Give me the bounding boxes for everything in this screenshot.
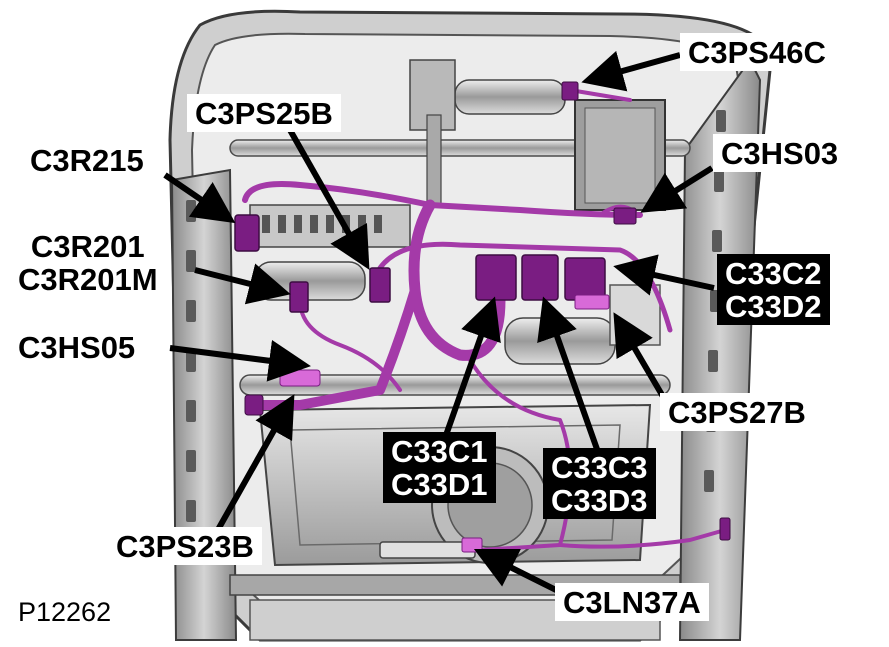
callout-text: C3PS46C xyxy=(688,35,826,70)
figure-id: P12262 xyxy=(14,597,116,628)
leader-arrows xyxy=(163,50,715,595)
callout-text: C3HS05 xyxy=(18,330,136,365)
callout-text-line1: C3R201 xyxy=(30,229,145,264)
callout-text-line2: C3R201M xyxy=(18,262,158,297)
callout-c3hs03: C3HS03 xyxy=(713,134,847,172)
callout-text-line2: C33D1 xyxy=(391,467,488,502)
callout-c3r215: C3R215 xyxy=(22,141,152,179)
callout-c3ln37a: C3LN37A xyxy=(555,583,709,621)
callout-c3ps25b: C3PS25B xyxy=(187,94,341,132)
callout-c3ps46c: C3PS46C xyxy=(680,33,834,71)
callout-c33c1: C33C1 C33D1 xyxy=(383,432,496,503)
callout-c33c3: C33C3 C33D3 xyxy=(543,448,656,519)
callout-c3hs05: C3HS05 xyxy=(10,328,144,366)
callout-text-line2: C33D3 xyxy=(551,483,648,518)
callout-text: C3PS23B xyxy=(116,529,254,564)
callout-text: C3PS27B xyxy=(668,395,806,430)
callout-text: C3HS03 xyxy=(721,136,839,171)
callout-text-line1: C33C2 xyxy=(725,256,822,291)
callout-c3r201: C3R201 C3R201M xyxy=(10,227,166,298)
callout-c33c2: C33C2 C33D2 xyxy=(717,254,830,325)
callout-c3ps27b: C3PS27B xyxy=(660,393,814,431)
callout-text-line1: C33C3 xyxy=(551,450,648,485)
callout-text-line2: C33D2 xyxy=(725,289,822,324)
callout-text: C3LN37A xyxy=(563,585,701,620)
callout-text: C3R215 xyxy=(30,143,144,178)
callout-c3ps23b: C3PS23B xyxy=(108,527,262,565)
callout-text: C3PS25B xyxy=(195,96,333,131)
callout-text-line1: C33C1 xyxy=(391,434,488,469)
